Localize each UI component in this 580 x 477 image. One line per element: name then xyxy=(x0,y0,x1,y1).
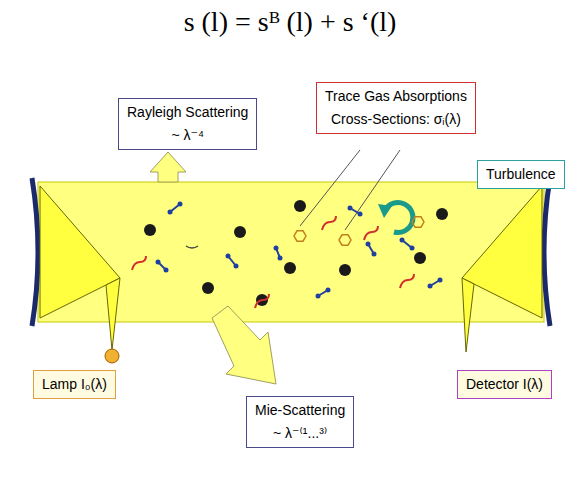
air-molecule xyxy=(156,260,161,265)
box-heading: Trace Gas Absorptions xyxy=(325,87,467,106)
trace-gas-molecule xyxy=(132,256,146,270)
title: s (l) = sᴮ (l) + s ‘(l) xyxy=(0,6,580,38)
box-heading: Turbulence xyxy=(486,165,556,184)
rayleigh-box: Rayleigh Scattering ~ λ⁻⁴ xyxy=(118,98,257,150)
aerosol-particle xyxy=(436,208,448,220)
left-mirror xyxy=(32,178,38,326)
air-molecule xyxy=(234,264,239,269)
right-cone xyxy=(462,186,542,318)
leader-line xyxy=(345,150,400,230)
mie-box: Mie-Scattering ~ λ⁻⁽¹...³⁾ xyxy=(246,396,354,448)
air-molecule xyxy=(226,254,231,259)
box-formula: ~ λ⁻⁴ xyxy=(127,126,248,145)
aerosol-particle xyxy=(294,200,306,212)
particles xyxy=(132,200,448,308)
air-molecule xyxy=(274,246,279,251)
detector-box: Detector I(λ) xyxy=(457,370,552,399)
air-molecule xyxy=(278,256,283,261)
trace-gas-molecule xyxy=(186,246,198,248)
air-molecule xyxy=(316,294,321,299)
leader-line xyxy=(300,150,360,226)
turbulence-box: Turbulence xyxy=(477,160,565,189)
trace-gas-box: Trace Gas AbsorptionsCross-Sections: σᵢ(… xyxy=(316,82,476,134)
air-molecule xyxy=(168,210,173,215)
aerosol-particle xyxy=(202,282,214,294)
air-molecule xyxy=(178,202,183,207)
detector-beam xyxy=(462,278,474,352)
aerosol-particle xyxy=(144,224,156,236)
trace-gas-molecule xyxy=(322,216,336,230)
box-formula: ~ λ⁻⁽¹...³⁾ xyxy=(255,424,345,443)
air-molecule xyxy=(348,206,353,211)
air-molecule xyxy=(438,278,443,283)
air-molecule xyxy=(164,268,169,273)
box-formula: Cross-Sections: σᵢ(λ) xyxy=(325,110,467,129)
aerosol-particle xyxy=(284,262,296,274)
trace-gas-molecule xyxy=(412,217,424,227)
mie-arrow xyxy=(212,306,276,384)
aerosol-particle xyxy=(234,226,246,238)
box-heading: Detector I(λ) xyxy=(466,375,543,394)
aerosol-particle xyxy=(414,252,426,264)
lamp-box: Lamp I₀(λ) xyxy=(33,370,116,399)
air-molecule xyxy=(410,246,415,251)
right-mirror xyxy=(544,178,550,326)
box-heading: Lamp I₀(λ) xyxy=(42,375,107,394)
rayleigh-arrow xyxy=(150,152,186,182)
air-molecule xyxy=(326,288,331,293)
trace-gas-molecule xyxy=(400,274,414,288)
lamp-beam xyxy=(106,278,120,350)
turbulence-head xyxy=(378,204,392,218)
air-molecule xyxy=(428,284,433,289)
air-molecule xyxy=(366,242,371,247)
aerosol-particle xyxy=(339,264,351,276)
lamp-bulb xyxy=(105,349,119,363)
trace-gas-molecule xyxy=(255,294,269,308)
air-molecule xyxy=(400,238,405,243)
air-molecule xyxy=(358,212,363,217)
box-heading: Mie-Scattering xyxy=(255,401,345,420)
trace-gas-molecule xyxy=(294,231,306,241)
trace-gas-molecule xyxy=(364,226,378,240)
air-molecule xyxy=(372,252,377,257)
box-heading: Rayleigh Scattering xyxy=(127,103,248,122)
trace-gas-molecule xyxy=(339,235,351,245)
